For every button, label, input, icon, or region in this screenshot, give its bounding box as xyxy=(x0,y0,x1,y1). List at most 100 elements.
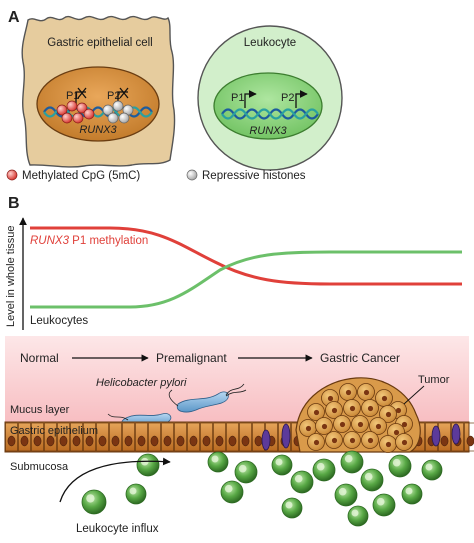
tumor-cell xyxy=(361,399,379,417)
submucosa-leukocytes xyxy=(81,450,443,527)
leukocyte-series-label: Leukocytes xyxy=(30,315,88,327)
epithelial-cell xyxy=(200,422,213,452)
gastric-gene-label: RUNX3 xyxy=(79,124,117,136)
repressive-histone-cluster xyxy=(102,100,134,124)
epithelial-cell xyxy=(187,422,200,452)
epithelial-cell xyxy=(174,422,187,452)
leukocyte-icon xyxy=(281,497,303,519)
leukocyte-trend-line xyxy=(30,250,462,309)
leukocyte-icon xyxy=(372,493,396,517)
epithelial-cell xyxy=(18,422,31,452)
leukocyte-icon xyxy=(340,450,364,474)
tumor-cell xyxy=(379,435,397,453)
bacterium-1-flagella xyxy=(225,383,247,397)
tumor-cell xyxy=(333,415,351,433)
submucosa-label: Submucosa xyxy=(10,461,69,473)
tumor-cell xyxy=(375,389,393,407)
panel-a-label: A xyxy=(8,9,20,26)
tumor-cell xyxy=(325,401,343,419)
gastric-p2-cross-icon xyxy=(119,87,129,99)
stage-gastric-cancer: Gastric Cancer xyxy=(320,351,400,365)
epithelial-cell xyxy=(57,422,70,452)
epithelial-cell xyxy=(109,422,122,452)
epithelial-cell xyxy=(226,422,239,452)
leukocyte-icon xyxy=(81,489,107,515)
epithelial-cell xyxy=(31,422,44,452)
stage-normal: Normal xyxy=(20,351,59,365)
leukocyte-icon xyxy=(220,480,244,504)
y-axis-label: Level in whole tissue xyxy=(5,225,17,327)
epithelial-cell xyxy=(213,422,226,452)
leukocyte-icon xyxy=(334,483,358,507)
tumor-cell xyxy=(361,431,379,449)
epithelial-cell xyxy=(44,422,57,452)
leukocyte-icon xyxy=(271,454,293,476)
epithelial-cell xyxy=(148,422,161,452)
bacteria-label: Helicobacter pylori xyxy=(96,377,187,389)
epithelial-cell xyxy=(464,422,474,452)
tumor-cell xyxy=(379,405,397,423)
epithelial-cell xyxy=(83,422,96,452)
tumor-cell xyxy=(357,383,375,401)
epithelial-cell xyxy=(96,422,109,452)
epithelial-cell xyxy=(135,422,148,452)
repressive-histone-legend-icon xyxy=(186,169,198,181)
methylation-series-rest: P1 methylation xyxy=(69,235,148,247)
leukocyte-icon xyxy=(421,459,443,481)
leukocyte-icon xyxy=(136,453,160,477)
leukocyte-influx-label: Leukocyte influx xyxy=(76,523,159,535)
gastric-epithelial-cell: Gastric epithelial cell P1 P2 xyxy=(21,15,176,168)
epithelial-cell xyxy=(161,422,174,452)
tumor-cell xyxy=(307,433,325,451)
methylated-cpg-cluster xyxy=(56,100,95,124)
leukocyte-icon xyxy=(290,470,314,494)
legend-histones-label: Repressive histones xyxy=(202,170,306,182)
epithelial-cell xyxy=(122,422,135,452)
gastric-p2-label: P2 xyxy=(107,90,120,102)
tumor-cell xyxy=(343,431,361,449)
dna-helix-leukocyte xyxy=(221,108,319,120)
tumor-cell xyxy=(315,417,333,435)
bacterium-2-flagella xyxy=(107,413,129,421)
leukocyte-gene-label: RUNX3 xyxy=(249,125,287,137)
tumor-cell xyxy=(343,399,361,417)
leukocyte-p2-active-arrow-icon xyxy=(295,90,308,108)
leukocyte-p1-active-arrow-icon xyxy=(244,90,257,108)
inflammatory-cells xyxy=(261,423,461,451)
legend-methylated-label: Methylated CpG (5mC) xyxy=(22,170,140,182)
tumor-cell xyxy=(395,433,413,451)
leukocyte-p1-label: P1 xyxy=(231,92,244,104)
stage-progression: Normal Premalignant Gastric Cancer xyxy=(20,351,400,365)
leukocyte-icon xyxy=(234,460,258,484)
leukocyte-p2-label: P2 xyxy=(281,92,294,104)
tumor-cell xyxy=(351,415,369,433)
leukocyte-icon xyxy=(207,451,229,473)
tumor-mass xyxy=(295,377,421,453)
leukocyte-icon xyxy=(401,483,423,505)
methylation-series-gene: RUNX3 xyxy=(30,235,70,247)
leukocyte-icon xyxy=(388,454,412,478)
stage-premalignant: Premalignant xyxy=(156,351,227,365)
leukocyte-icon xyxy=(312,458,336,482)
leukocyte-title: Leukocyte xyxy=(244,37,296,49)
tumor-cell xyxy=(339,383,357,401)
bacterium-1-tail xyxy=(168,389,179,407)
leukocyte-icon xyxy=(125,483,147,505)
tumor-label: Tumor xyxy=(418,374,450,386)
leukocyte-nucleus xyxy=(213,72,323,140)
tumor-pointer-line xyxy=(403,385,425,405)
gastric-p1-cross-icon xyxy=(77,87,87,99)
epithelial-cell xyxy=(239,422,252,452)
gastric-epithelium-label: Gastric epithelium xyxy=(10,425,98,437)
methylation-trend-line xyxy=(30,226,462,286)
tumor-cell xyxy=(307,403,325,421)
epithelial-cell xyxy=(70,422,83,452)
gastric-cell-title: Gastric epithelial cell xyxy=(47,37,152,49)
mucus-layer-label: Mucus layer xyxy=(10,404,70,416)
leukocyte-influx-arrow xyxy=(59,457,171,503)
epithelial-cell xyxy=(5,422,18,452)
panel-b-label: B xyxy=(8,195,20,212)
methylated-cpg-legend-icon xyxy=(6,169,18,181)
tumor-cells xyxy=(299,383,413,453)
